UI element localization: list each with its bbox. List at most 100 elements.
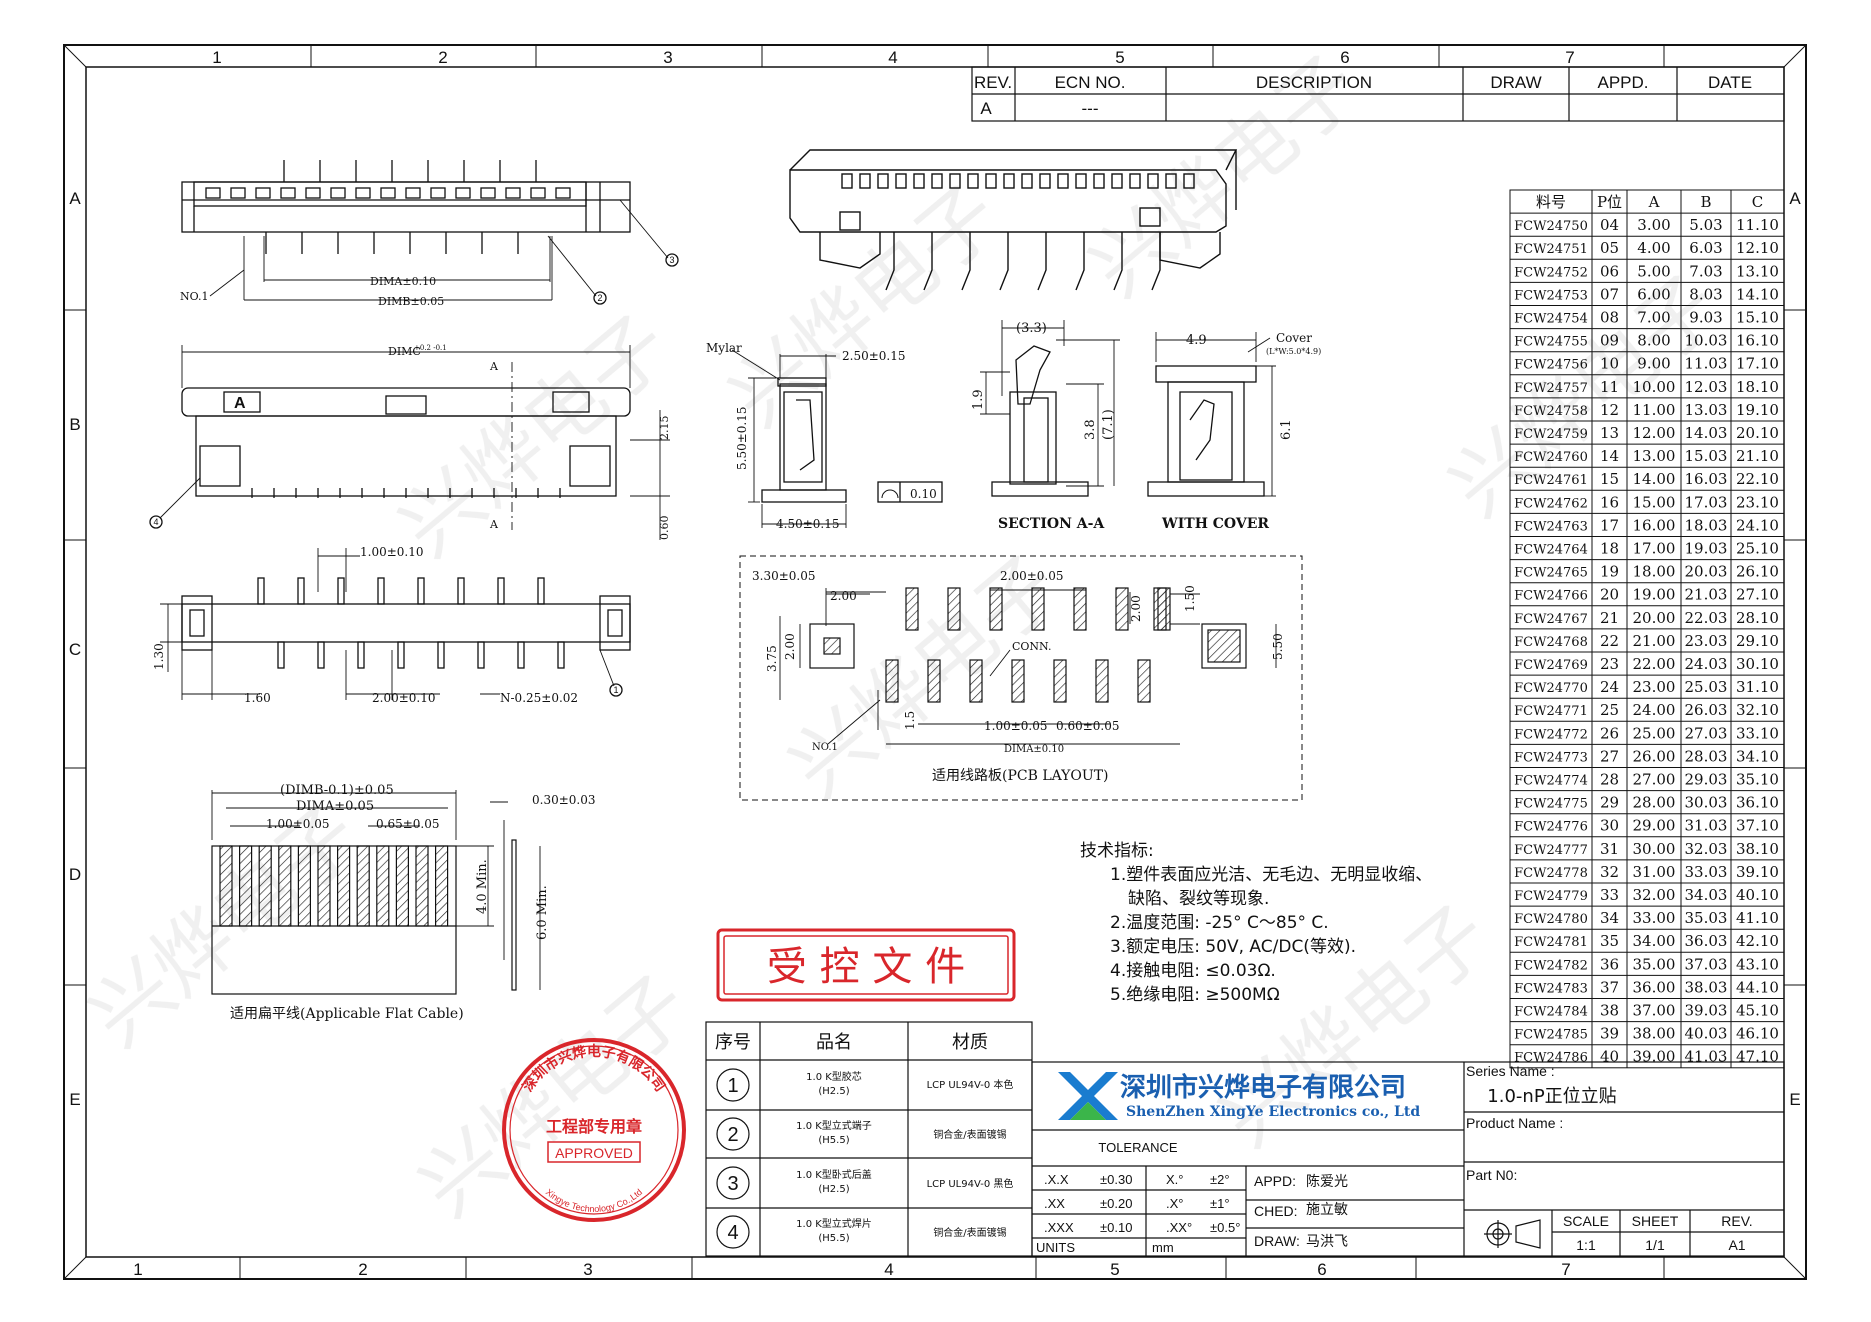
part-table-cell: 35.10 bbox=[1736, 771, 1779, 789]
pcb-dima-label: DIMA±0.10 bbox=[1004, 744, 1064, 755]
part-table-cell: FCW24778 bbox=[1514, 866, 1588, 881]
part-table-cell: 10.00 bbox=[1633, 378, 1676, 396]
col-label-3b: 3 bbox=[583, 1260, 592, 1279]
part-table-cell: 11.10 bbox=[1736, 216, 1779, 234]
pcb-dim-5-50: 5.50 bbox=[1271, 633, 1285, 660]
part-table-cell: 11.00 bbox=[1633, 401, 1676, 419]
balloon-1: 1 bbox=[613, 685, 618, 695]
iso-slot bbox=[1147, 173, 1159, 189]
part-table-cell: 19 bbox=[1600, 563, 1619, 581]
side-latch bbox=[607, 609, 623, 637]
col-label-7: 7 bbox=[1565, 48, 1574, 67]
part-table-cell: 35.03 bbox=[1685, 909, 1728, 927]
part-table-cell: 10.03 bbox=[1685, 332, 1728, 350]
svg-text:铜合金/表面镀锡: 铜合金/表面镀锡 bbox=[933, 1128, 1006, 1141]
contact-slot bbox=[280, 187, 296, 199]
part-table-cell: 9.03 bbox=[1689, 309, 1722, 327]
front-view bbox=[181, 160, 679, 305]
svg-text:.XXX: .XXX bbox=[1044, 1220, 1074, 1235]
part-table-header: P位 bbox=[1597, 193, 1622, 211]
svg-text:.X.X: .X.X bbox=[1044, 1172, 1069, 1187]
part-table-cell: FCW24756 bbox=[1514, 358, 1588, 373]
part-table-cell: 12.03 bbox=[1685, 378, 1728, 396]
bottom-view bbox=[160, 548, 631, 700]
part-table-cell: 33.00 bbox=[1633, 909, 1676, 927]
product-label: Product Name : bbox=[1466, 1115, 1563, 1131]
col-label-5: 5 bbox=[1115, 48, 1124, 67]
part-table-cell: 28 bbox=[1600, 771, 1619, 789]
part-table-cell: 24.00 bbox=[1633, 701, 1676, 719]
part-table-cell: 38.00 bbox=[1633, 1025, 1676, 1043]
iso-slot bbox=[931, 173, 943, 189]
tech-spec-title: 技术指标: bbox=[1080, 841, 1154, 861]
dim-fc-40: 4.0 Min. bbox=[475, 859, 490, 914]
part-table-cell: 23 bbox=[1600, 655, 1619, 673]
pin-lower bbox=[357, 641, 365, 669]
col-label-1: 1 bbox=[212, 48, 221, 67]
dim-fc-030: 0.30±0.03 bbox=[532, 793, 596, 807]
part-table-cell: 22.10 bbox=[1736, 470, 1779, 488]
part-table-cell: FCW24754 bbox=[1514, 312, 1588, 327]
row-label-C: C bbox=[69, 640, 81, 659]
part-table-cell: 33 bbox=[1600, 886, 1619, 904]
pin-upper bbox=[497, 577, 505, 605]
dim-pitch-top: 1.00±0.10 bbox=[360, 545, 424, 559]
iso-slot bbox=[1057, 173, 1069, 189]
part-table-cell: 25.00 bbox=[1633, 724, 1676, 742]
part-table-cell: 32 bbox=[1600, 863, 1619, 881]
iso-slot bbox=[967, 173, 979, 189]
cable-conductor bbox=[239, 845, 253, 927]
cover-size: (L*W:5.0*4.9) bbox=[1266, 347, 1321, 356]
part-table-cell: 13.03 bbox=[1685, 401, 1728, 419]
zone-labels: 1 2 3 4 5 6 7 1 2 3 4 5 6 7 A B C D E A … bbox=[69, 48, 1801, 1279]
pin-lower bbox=[277, 641, 285, 669]
svg-text:.XX: .XX bbox=[1044, 1196, 1065, 1211]
cable-conductor bbox=[356, 845, 370, 927]
col-label-1b: 1 bbox=[133, 1260, 142, 1279]
col-label-3: 3 bbox=[663, 48, 672, 67]
part-table-cell: 17.00 bbox=[1633, 540, 1676, 558]
part-table-cell: 26.00 bbox=[1633, 747, 1676, 765]
svg-text:A: A bbox=[980, 99, 992, 118]
svg-text:X.°: X.° bbox=[1166, 1172, 1183, 1187]
part-table-cell: FCW24765 bbox=[1514, 566, 1588, 581]
pad-lower bbox=[1053, 659, 1067, 703]
part-table-cell: FCW24782 bbox=[1514, 958, 1588, 973]
no1-label: NO.1 bbox=[180, 290, 209, 303]
part-table-cell: 04 bbox=[1600, 216, 1619, 234]
dim-n-025: N-0.25±0.02 bbox=[500, 691, 578, 705]
part-table-cell: 28.03 bbox=[1685, 747, 1728, 765]
part-table-cell: 23.00 bbox=[1633, 678, 1676, 696]
dim-5-50: 5.50±0.15 bbox=[735, 407, 749, 471]
iso-leg bbox=[1113, 232, 1123, 291]
iso-slot bbox=[841, 173, 853, 189]
part-table-cell: FCW24771 bbox=[1514, 704, 1588, 719]
svg-text:铜合金/表面镀锡: 铜合金/表面镀锡 bbox=[933, 1226, 1006, 1239]
svg-text:±0.5°: ±0.5° bbox=[1210, 1220, 1240, 1235]
dim-1-60: 1.60 bbox=[244, 691, 271, 705]
balloon-4: 4 bbox=[153, 517, 158, 527]
part-table-cell: 26.03 bbox=[1685, 701, 1728, 719]
iso-slot bbox=[1021, 173, 1033, 189]
part-table-cell: FCW24770 bbox=[1514, 681, 1588, 696]
iso-slot bbox=[1165, 173, 1177, 189]
units-label: UNITS bbox=[1036, 1240, 1075, 1255]
iso-slot bbox=[1129, 173, 1141, 189]
contact-slot bbox=[455, 187, 471, 199]
svg-text:±0.30: ±0.30 bbox=[1100, 1172, 1132, 1187]
balloon-3: 3 bbox=[669, 255, 674, 265]
part-table-cell: 6.03 bbox=[1689, 239, 1722, 257]
part-table-cell: 27.10 bbox=[1736, 586, 1779, 604]
part-table-cell: 19.00 bbox=[1633, 586, 1676, 604]
part-table-cell: 8.03 bbox=[1689, 285, 1722, 303]
contact-slot bbox=[330, 187, 346, 199]
dim-2-00: 2.00±0.10 bbox=[372, 691, 436, 705]
with-cover-label: WITH COVER bbox=[1161, 516, 1269, 532]
iso-slot bbox=[913, 173, 925, 189]
pcb-layout-view bbox=[739, 555, 1303, 801]
part-table-cell: 3.00 bbox=[1637, 216, 1670, 234]
marker-a: A bbox=[234, 395, 246, 412]
part-table-cell: 34.10 bbox=[1736, 747, 1779, 765]
part-table-cell: 38.10 bbox=[1736, 840, 1779, 858]
part-table-cell: 40.10 bbox=[1736, 886, 1779, 904]
